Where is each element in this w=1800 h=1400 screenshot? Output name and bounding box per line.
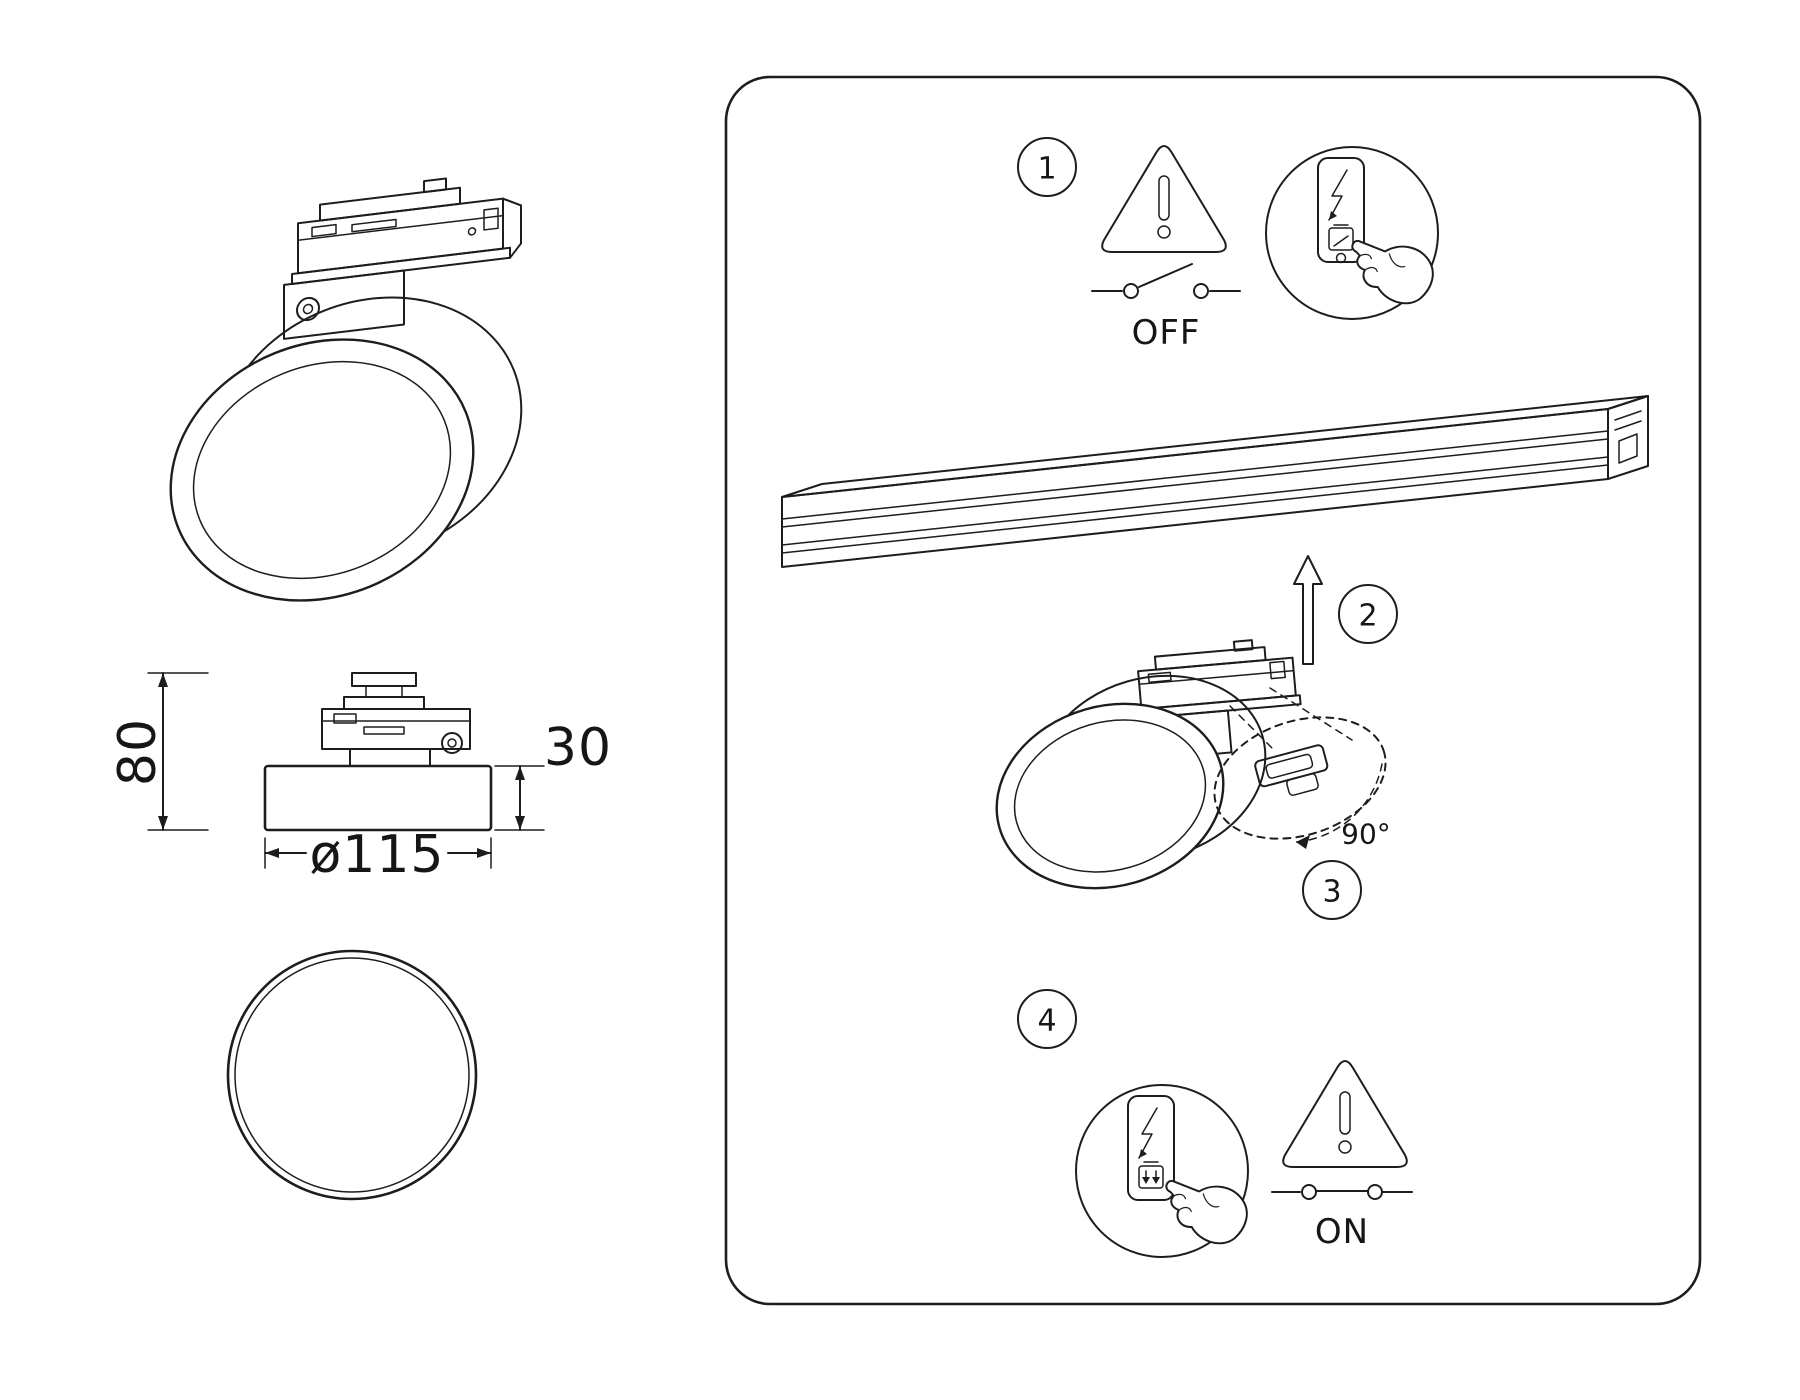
rotation-lock-indicator — [1213, 687, 1387, 849]
step-3-badge: 3 — [1302, 860, 1362, 920]
pressing-hand-icon — [1351, 239, 1434, 305]
off-label: OFF — [1132, 313, 1201, 353]
insert-arrow-icon — [1293, 555, 1323, 665]
warning-triangle-icon — [1282, 1060, 1408, 1168]
step-3: 90° 3 — [995, 639, 1391, 920]
product-3d-view — [169, 177, 523, 602]
power-on-press-detail — [1075, 1084, 1249, 1258]
top-view-circle — [226, 949, 478, 1201]
warning-triangle-icon — [1101, 145, 1227, 253]
diameter-dimension: ø115 — [264, 825, 492, 885]
step-4-badge: 4 — [1017, 989, 1077, 1049]
height-dimension: 80 — [108, 672, 209, 831]
rotation-angle-label: 90° — [1341, 818, 1391, 851]
step-1-number: 1 — [1037, 152, 1056, 187]
step-1: 1 OFF — [1017, 137, 1439, 353]
thickness-dim-label: 30 — [544, 718, 612, 778]
track-rail — [781, 395, 1649, 568]
step-2-badge: 2 — [1338, 584, 1398, 644]
step-4: 4 — [1017, 989, 1413, 1258]
front-view-drawing — [263, 672, 493, 832]
height-dim-label: 80 — [108, 718, 168, 786]
on-label: ON — [1315, 1212, 1369, 1252]
power-off-symbol — [1091, 263, 1241, 299]
test-button-press-detail — [1265, 146, 1439, 320]
diameter-dim-label: ø115 — [309, 825, 444, 885]
instruction-panel-border — [724, 75, 1702, 1306]
step-1-badge: 1 — [1017, 137, 1077, 197]
power-on-symbol — [1271, 1184, 1413, 1200]
track-adapter-3d — [283, 177, 522, 340]
step-4-number: 4 — [1037, 1004, 1056, 1039]
fixture-lamp-head — [995, 674, 1267, 890]
thickness-dimension: 30 — [494, 718, 612, 831]
step-2-number: 2 — [1358, 599, 1377, 634]
lamp-head-3d — [169, 296, 523, 602]
step-2: 2 — [1293, 555, 1398, 665]
pressing-hand-icon — [1165, 1179, 1248, 1245]
step-3-number: 3 — [1322, 875, 1341, 910]
